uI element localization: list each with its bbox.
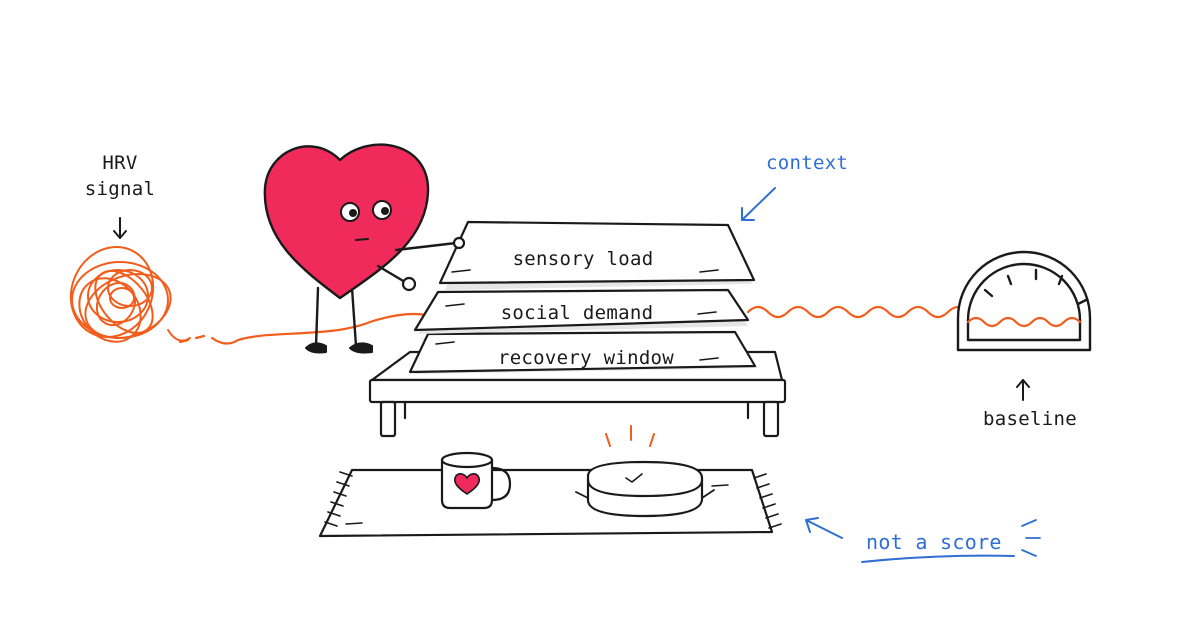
context-label: context bbox=[766, 152, 849, 174]
hrv-label-line1: HRV bbox=[102, 152, 138, 174]
heart-character-icon bbox=[263, 143, 466, 354]
layer-label-recovery: recovery window bbox=[497, 347, 675, 369]
cushion-icon bbox=[575, 425, 715, 518]
down-arrow-icon bbox=[113, 217, 127, 239]
layer-label-social: social demand bbox=[500, 302, 654, 324]
hrv-thread bbox=[178, 312, 432, 345]
context-arrow-icon bbox=[741, 187, 776, 221]
hrv-thread-wave bbox=[746, 305, 990, 319]
rug bbox=[318, 468, 782, 538]
up-arrow-icon bbox=[1016, 379, 1030, 401]
baseline-gauge-icon bbox=[956, 250, 1092, 352]
hrv-label-line2: signal bbox=[84, 178, 156, 200]
layer-sheet-sensory bbox=[438, 220, 756, 290]
baseline-label: baseline bbox=[983, 408, 1077, 430]
tangled-thread-icon bbox=[69, 246, 191, 343]
layer-sheet-recovery bbox=[408, 330, 758, 374]
layer-sheet-social bbox=[413, 288, 750, 334]
layer-label-sensory: sensory load bbox=[512, 248, 654, 270]
not-a-score-arrow-icon bbox=[805, 517, 1041, 563]
not-a-score-label: not a score bbox=[866, 530, 1002, 554]
heart-mug-icon bbox=[440, 451, 512, 510]
